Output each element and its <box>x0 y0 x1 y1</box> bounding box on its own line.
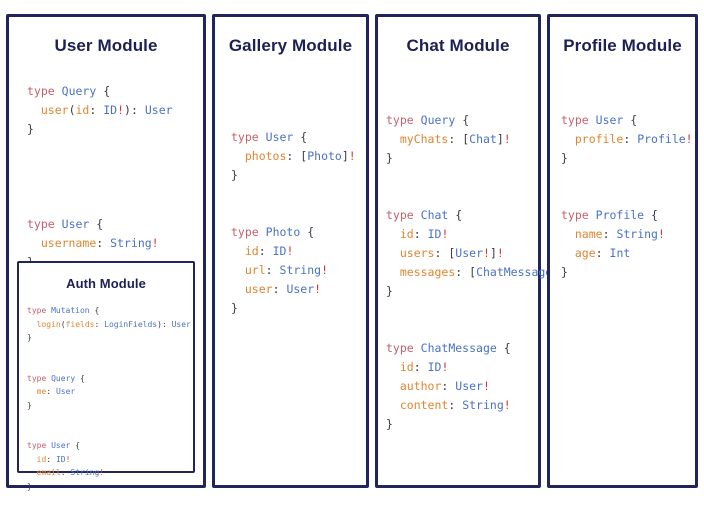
code-line <box>27 177 203 196</box>
module-card-chat[interactable]: Chat Module type Query { myChats: [Chat]… <box>375 14 566 488</box>
code-block-profile: type User { profile: Profile! } type Pro… <box>561 111 695 282</box>
code-line: id: ID! <box>36 454 71 464</box>
code-line: username: String! <box>40 236 159 250</box>
code-line: login(fields: LoginFields): User <box>36 319 191 329</box>
code-line: type User { <box>27 217 104 231</box>
code-line: id: ID! <box>399 227 449 241</box>
code-line: user(id: ID!): User <box>40 103 173 117</box>
code-line: type Query { <box>27 373 85 383</box>
code-line <box>27 412 193 426</box>
code-line <box>386 168 538 187</box>
code-line <box>27 139 203 158</box>
module-card-user[interactable]: User Module type Query { user(id: ID!): … <box>6 14 206 491</box>
code-line: type User { <box>27 441 81 450</box>
code-line: } <box>561 151 568 165</box>
code-block-chat: type Query { myChats: [Chat]! } type Cha… <box>386 111 566 434</box>
module-title-chat: Chat Module <box>406 36 510 55</box>
code-line: messages: [ChatMessage]! <box>399 265 566 279</box>
code-line: type Query { <box>386 113 470 127</box>
code-block-gallery: type User { photos: [Photo]! } type Phot… <box>231 128 366 318</box>
code-line: age: Int <box>574 246 631 260</box>
code-line: } <box>231 168 238 182</box>
code-line: } <box>386 417 393 431</box>
code-line <box>561 168 695 187</box>
code-line: email: String! <box>36 468 105 477</box>
code-line <box>231 185 366 204</box>
code-line: } <box>27 333 32 342</box>
code-line: myChats: [Chat]! <box>399 132 511 146</box>
code-line: type Profile { <box>561 208 658 222</box>
code-line: id: ID! <box>244 244 294 258</box>
code-line: type User { <box>231 130 308 144</box>
code-line: } <box>27 400 32 410</box>
code-line: type Chat { <box>386 208 463 222</box>
code-line: photos: [Photo]! <box>244 149 356 163</box>
code-line <box>386 301 538 320</box>
code-line: type Query { <box>27 84 111 98</box>
code-line: } <box>27 122 34 136</box>
code-line <box>27 345 193 359</box>
code-line: url: String! <box>244 263 328 277</box>
module-title-user: User Module <box>54 36 158 55</box>
code-line: } <box>27 481 32 491</box>
code-line: me: User <box>36 387 76 396</box>
code-line: type Photo { <box>231 225 315 239</box>
code-block-auth: type Mutation { login(fields: LoginField… <box>27 304 193 493</box>
code-line: } <box>386 151 393 165</box>
code-line: type ChatMessage { <box>386 341 511 355</box>
code-line: profile: Profile! <box>574 132 693 146</box>
module-card-profile[interactable]: Profile Module type User { profile: Prof… <box>547 14 698 488</box>
code-line: name: String! <box>574 227 665 241</box>
code-line: author: User! <box>399 379 490 393</box>
code-line: type Mutation { <box>27 306 100 315</box>
code-block-user: type Query { user(id: ID!): User } type … <box>27 82 203 272</box>
code-line: } <box>561 265 568 279</box>
module-card-gallery[interactable]: Gallery Module type User { photos: [Phot… <box>212 14 369 488</box>
code-line: id: ID! <box>399 360 449 374</box>
code-line: content: String! <box>399 398 511 412</box>
module-title-auth: Auth Module <box>66 276 146 291</box>
module-title-gallery: Gallery Module <box>228 36 353 55</box>
code-line: type User { <box>561 113 638 127</box>
code-line: } <box>386 284 393 298</box>
module-card-auth[interactable]: Auth Module type Mutation { login(fields… <box>17 261 195 491</box>
code-line: } <box>231 301 238 315</box>
module-title-profile: Profile Module <box>563 36 682 55</box>
code-line: user: User! <box>244 282 322 296</box>
code-line: users: [User!]! <box>399 246 504 260</box>
